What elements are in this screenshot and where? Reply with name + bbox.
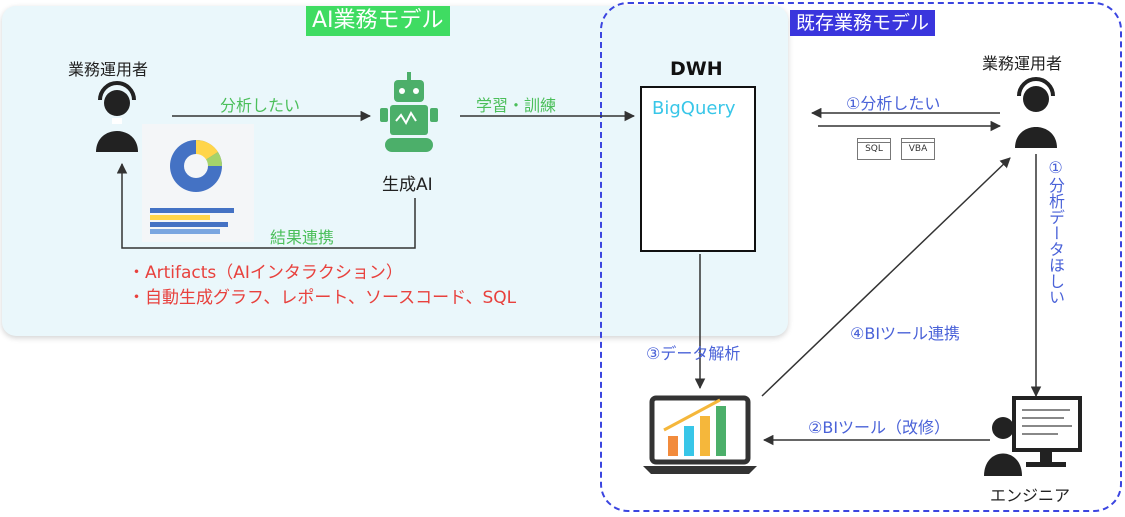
step4-bi-link-label: ④BIツール連携 xyxy=(850,324,961,343)
ai-operator-label: 業務運用者 xyxy=(68,60,149,79)
flow-train-label: 学習・訓練 xyxy=(476,96,557,115)
chart-thumbnail xyxy=(142,124,254,242)
engineer-icon xyxy=(984,396,1082,476)
vba-tag: VBA xyxy=(901,138,935,160)
bigquery-label: BigQuery xyxy=(652,98,736,119)
dwh-title: DWH xyxy=(670,58,723,80)
arrow-step4-bi xyxy=(761,157,1011,397)
dwh-box xyxy=(640,86,756,252)
bullet-artifacts: ・Artifacts（AIインタラクション） xyxy=(128,263,403,283)
engineer-label: エンジニア xyxy=(990,486,1071,505)
flow-ask-label: 分析したい xyxy=(220,96,301,115)
robot-icon xyxy=(380,72,438,152)
step1-want-data-label: ①分析データほしい xyxy=(1046,158,1065,305)
legacy-operator-label: 業務運用者 xyxy=(982,54,1063,73)
step2-bi-tool-label: ②BIツール（改修） xyxy=(808,418,951,437)
bi-monitor-icon xyxy=(643,395,757,474)
step3-analysis-label: ③データ解析 xyxy=(646,344,741,363)
ai-operator-icon xyxy=(96,81,138,152)
sql-tag: SQL xyxy=(857,138,891,160)
legacy-model-panel xyxy=(600,2,1122,512)
step1-ask-label: ①分析したい xyxy=(846,94,941,113)
legacy-model-title: 既存業務モデル xyxy=(790,10,936,36)
legacy-operator-icon xyxy=(1015,77,1057,148)
ai-model-title: AI業務モデル xyxy=(306,6,450,36)
flow-result-label: 結果連携 xyxy=(270,228,335,247)
arrow-result xyxy=(116,162,416,249)
bullet-autogen: ・自動生成グラフ、レポート、ソースコード、SQL xyxy=(128,288,517,308)
genai-label: 生成AI xyxy=(382,175,433,195)
